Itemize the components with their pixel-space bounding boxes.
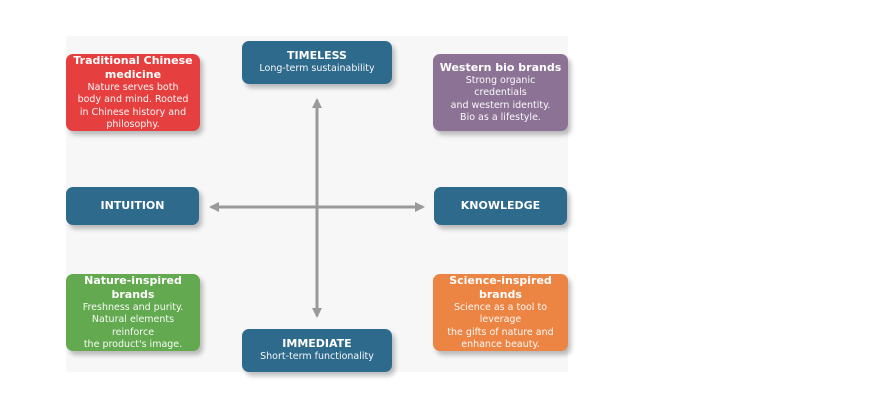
quadrant-title: Western bio brands: [439, 60, 562, 74]
quadrant-title: Science-inspired brands: [449, 273, 552, 301]
quadrant-line: in Chinese history and: [79, 106, 187, 118]
intuition-axis-box: INTUITION: [66, 187, 199, 225]
intuition-title: INTUITION: [100, 199, 165, 212]
knowledge-axis-box: KNOWLEDGE: [434, 187, 567, 225]
quadrant-line: Freshness and purity.: [82, 301, 184, 313]
timeless-axis-box: TIMELESS Long-term sustainability: [242, 41, 392, 84]
quadrant-line: body and mind. Rooted: [77, 94, 189, 105]
immediate-subtitle: Short-term functionality: [260, 351, 374, 363]
quadrant-line: the product's image.: [83, 339, 183, 350]
quadrant-title: Nature-inspired brands: [84, 273, 182, 301]
timeless-subtitle: Long-term sustainability: [259, 63, 375, 75]
quadrant-line: Strong organic credentials: [465, 74, 536, 99]
quadrant-line: Bio as a lifestyle.: [460, 112, 541, 123]
immediate-axis-box: IMMEDIATE Short-term functionality: [242, 329, 392, 372]
quadrant-line: Science as a tool to leverage: [453, 301, 548, 326]
quadrant-line: philosophy.: [106, 119, 160, 130]
quadrant-line: Nature serves both: [87, 81, 179, 93]
quadrant-line: and western identity.: [450, 99, 551, 111]
traditional-chinese-medicine-box: Traditional Chinese medicine Nature serv…: [66, 54, 200, 131]
quadrant-line: Natural elements reinforce: [91, 314, 175, 338]
nature-inspired-brands-box: Nature-inspired brands Freshness and pur…: [66, 274, 200, 351]
quadrant-line: the gifts of nature and: [447, 326, 554, 338]
timeless-title: TIMELESS: [287, 49, 347, 63]
western-bio-brands-box: Western bio brands Strong organic creden…: [433, 54, 568, 131]
quadrant-title: Traditional Chinese medicine: [73, 53, 193, 81]
knowledge-title: KNOWLEDGE: [460, 199, 541, 212]
immediate-title: IMMEDIATE: [282, 337, 352, 351]
quadrant-line: enhance beauty.: [461, 339, 540, 350]
science-inspired-brands-box: Science-inspired brands Science as a too…: [433, 274, 568, 351]
